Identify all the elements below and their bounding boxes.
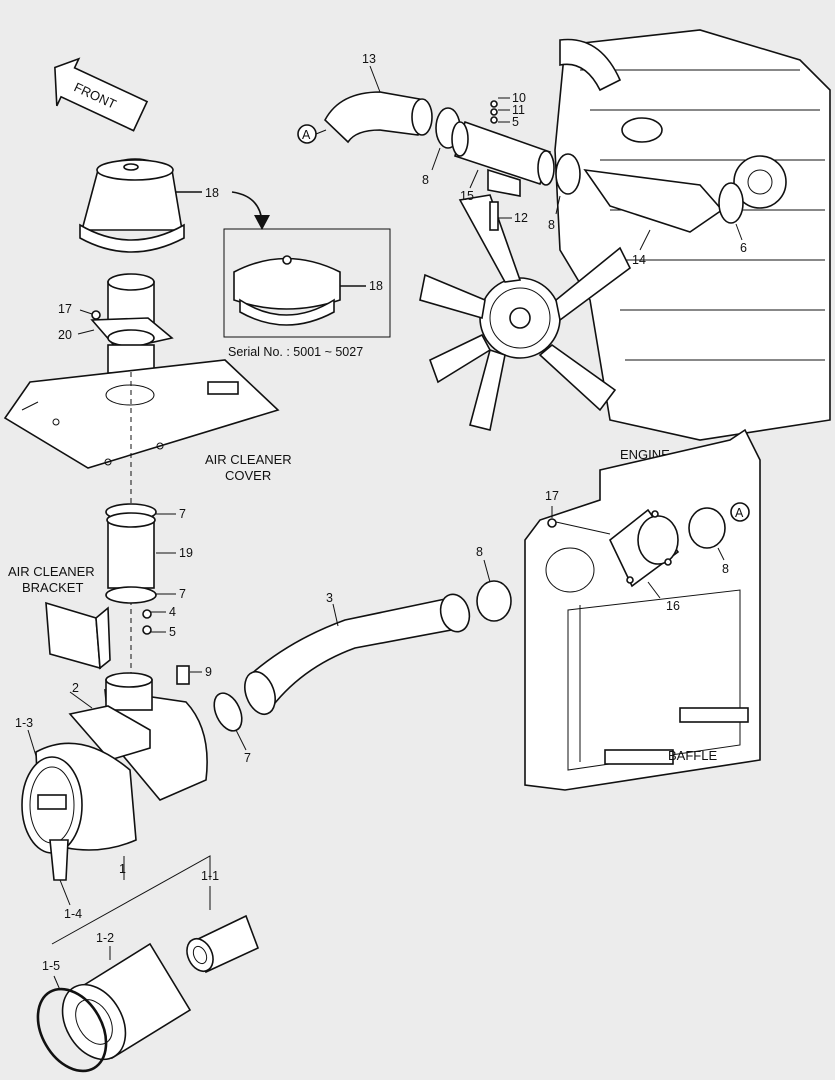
air-cleaner-body xyxy=(21,672,208,881)
safety-filter-1-1 xyxy=(186,914,260,974)
indicator-9 xyxy=(176,665,190,685)
air-cleaner-bracket xyxy=(45,601,111,670)
label-6: 6 xyxy=(740,241,747,255)
label-1-3: 1-3 xyxy=(15,716,33,730)
label-10: 10 xyxy=(512,91,526,105)
front-arrow: FRONT xyxy=(54,57,149,132)
label-11: 11 xyxy=(512,103,525,117)
label-17b: 17 xyxy=(545,489,559,503)
caption-bracket-1: AIR CLEANER xyxy=(8,564,95,579)
air-cleaner-cover-plate xyxy=(3,359,280,469)
pipe-15 xyxy=(451,120,555,197)
inset-serial: Serial No. : 5001 ~ 5027 xyxy=(228,345,363,359)
clamp-7c xyxy=(213,692,243,732)
caption-bracket-2: BRACKET xyxy=(22,580,83,595)
o-ring-1-5 xyxy=(36,987,108,1073)
label-20: 20 xyxy=(58,328,72,342)
label-5a: 5 xyxy=(512,115,519,129)
label-15: 15 xyxy=(460,189,474,203)
leader-17a xyxy=(79,309,93,315)
precleaner-cap xyxy=(79,158,185,253)
flange-16 xyxy=(609,508,680,588)
stack-tube xyxy=(90,273,174,374)
label-17a: 17 xyxy=(58,302,72,316)
bolt-17b xyxy=(547,518,557,528)
clamp-6 xyxy=(718,182,744,224)
label-1: 1 xyxy=(119,862,126,876)
engine-block xyxy=(554,29,831,441)
inset-cap xyxy=(233,255,341,326)
label-12: 12 xyxy=(514,211,528,225)
inset-box xyxy=(223,228,391,338)
leader-20 xyxy=(77,329,95,335)
washer-5a xyxy=(490,116,498,124)
caption-cover-2: COVER xyxy=(225,468,271,483)
label-1-4: 1-4 xyxy=(64,907,82,921)
clamp-8c xyxy=(476,580,512,622)
primary-filter-1-2 xyxy=(61,942,192,1061)
nut-10 xyxy=(490,100,498,108)
washer-11 xyxy=(490,108,498,116)
washer-5 xyxy=(142,625,152,635)
baffle-panel xyxy=(524,428,761,791)
label-19: 19 xyxy=(179,546,193,560)
clamp-8d xyxy=(688,507,726,549)
filter-tree xyxy=(51,855,211,945)
label-4: 4 xyxy=(169,605,176,619)
label-3: 3 xyxy=(326,591,333,605)
ref-a-top-label: A xyxy=(302,128,311,142)
label-7c: 7 xyxy=(244,751,251,765)
hose-14 xyxy=(583,168,724,233)
label-2: 2 xyxy=(72,681,79,695)
label-8b: 8 xyxy=(548,218,555,232)
inset-part-label: 18 xyxy=(369,279,383,293)
label-8d: 8 xyxy=(722,562,729,576)
bolt-4 xyxy=(142,609,152,619)
hose-19 xyxy=(105,503,157,604)
label-1-5: 1-5 xyxy=(42,959,60,973)
label-7b: 7 xyxy=(179,587,186,601)
intake-pipe-3 xyxy=(244,593,471,716)
bolt-17-top xyxy=(91,310,101,320)
ref-a-bottom xyxy=(730,502,750,522)
label-1-2: 1-2 xyxy=(96,931,114,945)
clamp-8b xyxy=(555,153,581,195)
label-14: 14 xyxy=(632,253,646,267)
inset-pointer-head xyxy=(254,215,270,230)
label-16: 16 xyxy=(666,599,680,613)
caption-baffle: BAFFLE xyxy=(668,748,717,763)
ref-a-bottom-label: A xyxy=(735,506,744,520)
label-8c: 8 xyxy=(476,545,483,559)
bolt-12 xyxy=(489,201,499,231)
hose-13 xyxy=(324,91,433,144)
caption-cover-1: AIR CLEANER xyxy=(205,452,292,467)
engine-fan xyxy=(419,194,632,431)
label-18: 18 xyxy=(205,186,219,200)
label-5b: 5 xyxy=(169,625,176,639)
label-8a: 8 xyxy=(422,173,429,187)
label-7a: 7 xyxy=(179,507,186,521)
label-1-1: 1-1 xyxy=(201,869,219,883)
label-9: 9 xyxy=(205,665,212,679)
label-13: 13 xyxy=(362,52,376,66)
